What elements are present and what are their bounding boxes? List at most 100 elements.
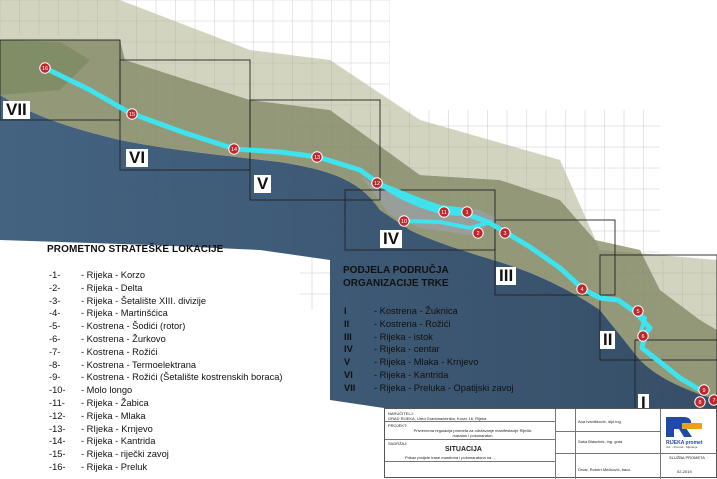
location-number: -16- (49, 462, 66, 472)
area-label: - Kostrena - Rožići (374, 318, 451, 329)
marker-number: 8 (698, 400, 701, 406)
location-number: -3- (49, 295, 61, 306)
location-marker-14: 14 (228, 143, 240, 155)
marker-number: 10 (401, 219, 407, 225)
marker-number: 15 (129, 112, 135, 118)
location-number: -13- (49, 423, 66, 434)
drawing-label: SADRŽAJ: (388, 441, 408, 446)
location-label: - Rijeka - riječki zavoj (81, 449, 169, 460)
location-item: -11- - Rijeka - Žabica (49, 397, 149, 410)
marker-number: 6 (641, 334, 644, 340)
area-item: V - Rijeka - Mlaka - Krnjevo (344, 356, 478, 369)
location-item: -1-- Rijeka - Korzo (49, 269, 145, 282)
marker-number: 13 (314, 155, 320, 161)
legend-title: PROMETNO STRATEŠKE LOKACIJE (47, 244, 224, 255)
marker-number: 4 (580, 287, 583, 293)
location-item: -13- - RIjeka - Krnjevo (49, 423, 153, 436)
location-item: -2- - Rijeka - Delta (49, 282, 142, 295)
location-number: -12- (49, 410, 66, 421)
location-marker-6: 6 (637, 330, 649, 342)
location-marker-15: 15 (126, 108, 138, 120)
area-number: VI (344, 370, 353, 380)
marker-number: 2 (476, 231, 479, 237)
location-item: -4-- Rijeka - Martinšćica (49, 307, 168, 320)
area-label: - Rijeka - Mlaka - Krnjevo (374, 357, 479, 368)
areas-title-line2: ORGANIZACIJE TRKE (343, 278, 449, 289)
location-label: - Rijeka - Kantrida (81, 436, 156, 447)
area-label: - Rijeka - centar (374, 344, 440, 355)
location-item: -6- - Kostrena - Žurkovo (49, 333, 166, 346)
location-label: - Rijeka - Delta (81, 282, 143, 293)
location-item: -10- - Molo longo (49, 384, 132, 397)
marker-number: 9 (702, 388, 705, 394)
location-item: -14- - Rijeka - Kantrida (49, 435, 155, 448)
location-item: -9-- Kostrena - Rožići (Šetalište kostre… (49, 371, 283, 384)
drawing-code: 02-2019 (677, 469, 692, 474)
area-item: II - Kostrena - Rožići (344, 318, 450, 331)
location-marker-3: 3 (499, 227, 511, 239)
location-item: -8-- Kostrena - Termoelektrana (49, 359, 196, 372)
location-label: - Rijeka - Žabica (81, 398, 149, 408)
area-number: II (344, 318, 350, 329)
investor-label: NARUČITELJ: (388, 411, 414, 416)
zone-label-v: V (254, 175, 272, 193)
location-label: - Kostrena - Termoelektrana (81, 359, 197, 370)
areas-title-line1: PODJELA PODRUČJA (343, 265, 449, 276)
location-marker-10: 10 (398, 215, 410, 227)
location-item: -7-- Kostrena - Rožići (49, 346, 157, 359)
area-item: VI - Rijeka - Kantrida (344, 369, 448, 382)
area-label: - Kostrena - Žuknica (374, 306, 458, 316)
zone-label-vi: VI (126, 149, 149, 167)
marker-number: 1 (465, 210, 468, 216)
zone-label-i: I (638, 394, 649, 412)
location-marker-1: 1 (461, 206, 473, 218)
location-label: - Kostrena - Žurkovo (81, 334, 166, 344)
location-marker-16: 16 (39, 62, 51, 74)
area-item: IV- Rijeka - centar (344, 343, 440, 356)
location-number: -2- (49, 282, 61, 293)
location-number: -11- (49, 398, 65, 408)
designer-2: Saša Blaschek, ing. grad. (578, 439, 624, 444)
location-marker-13: 13 (311, 151, 323, 163)
area-label: - Rijeka - istok (374, 331, 433, 342)
location-label: - Rijeka - Šetalište XIII. divizije (81, 295, 207, 306)
location-number: -14- (49, 436, 66, 447)
service-name: SLUŽBA PROMETA (669, 455, 705, 460)
location-number: -15- (49, 449, 66, 460)
location-number: -10- (49, 385, 66, 396)
area-number: V (344, 357, 351, 368)
area-number: VII (344, 382, 356, 393)
investor-value: GRAD RIJEKA, Ured Gradonačelnika, Korzo … (388, 416, 487, 421)
marker-number: 3 (503, 231, 506, 237)
area-number: III (344, 331, 352, 342)
location-number: -7- (49, 346, 61, 357)
location-item: -3- - Rijeka - Šetalište XIII. divizije (49, 295, 206, 308)
designer-3: Drvar, Robert Mečković, bacc. (578, 467, 632, 472)
location-label: - Rijeka - Mlaka (81, 410, 146, 421)
area-number: I (344, 306, 347, 316)
marker-number: 12 (374, 181, 380, 187)
area-item: I - Kostrena - Žuknica (344, 305, 458, 318)
location-item: -16-- Rijeka - Preluk (49, 461, 147, 474)
location-number: -9- (49, 372, 61, 383)
location-marker-7: 7 (708, 394, 717, 406)
sea-area (0, 95, 717, 478)
marker-number: 14 (231, 147, 237, 153)
company-name: RIJEKA promet (666, 440, 703, 446)
area-item: VII- Rijeka - Preluka - Opatijski zavoj (344, 382, 514, 395)
area-label: - Rijeka - Kantrida (374, 370, 449, 380)
location-marker-9: 9 (698, 384, 710, 396)
location-label: - Kostrena - Šodići (rotor) (81, 321, 186, 332)
location-number: -5- (49, 321, 61, 332)
location-number: -1- (49, 270, 61, 280)
location-number: -6- (49, 334, 61, 344)
location-marker-4: 4 (576, 283, 588, 295)
designer-1: Ana Ivanišković, dipl.ing. (578, 419, 622, 424)
location-label: - RIjeka - Krnjevo (81, 423, 153, 434)
location-item: -12- - Rijeka - Mlaka (49, 410, 146, 423)
zone-label-iv: IV (380, 230, 403, 248)
location-marker-11: 11 (438, 206, 450, 218)
company-logo: RIJEKA promet d.d. - Promet - Mjerenje (666, 417, 703, 449)
location-label: - Molo longo (81, 385, 133, 396)
